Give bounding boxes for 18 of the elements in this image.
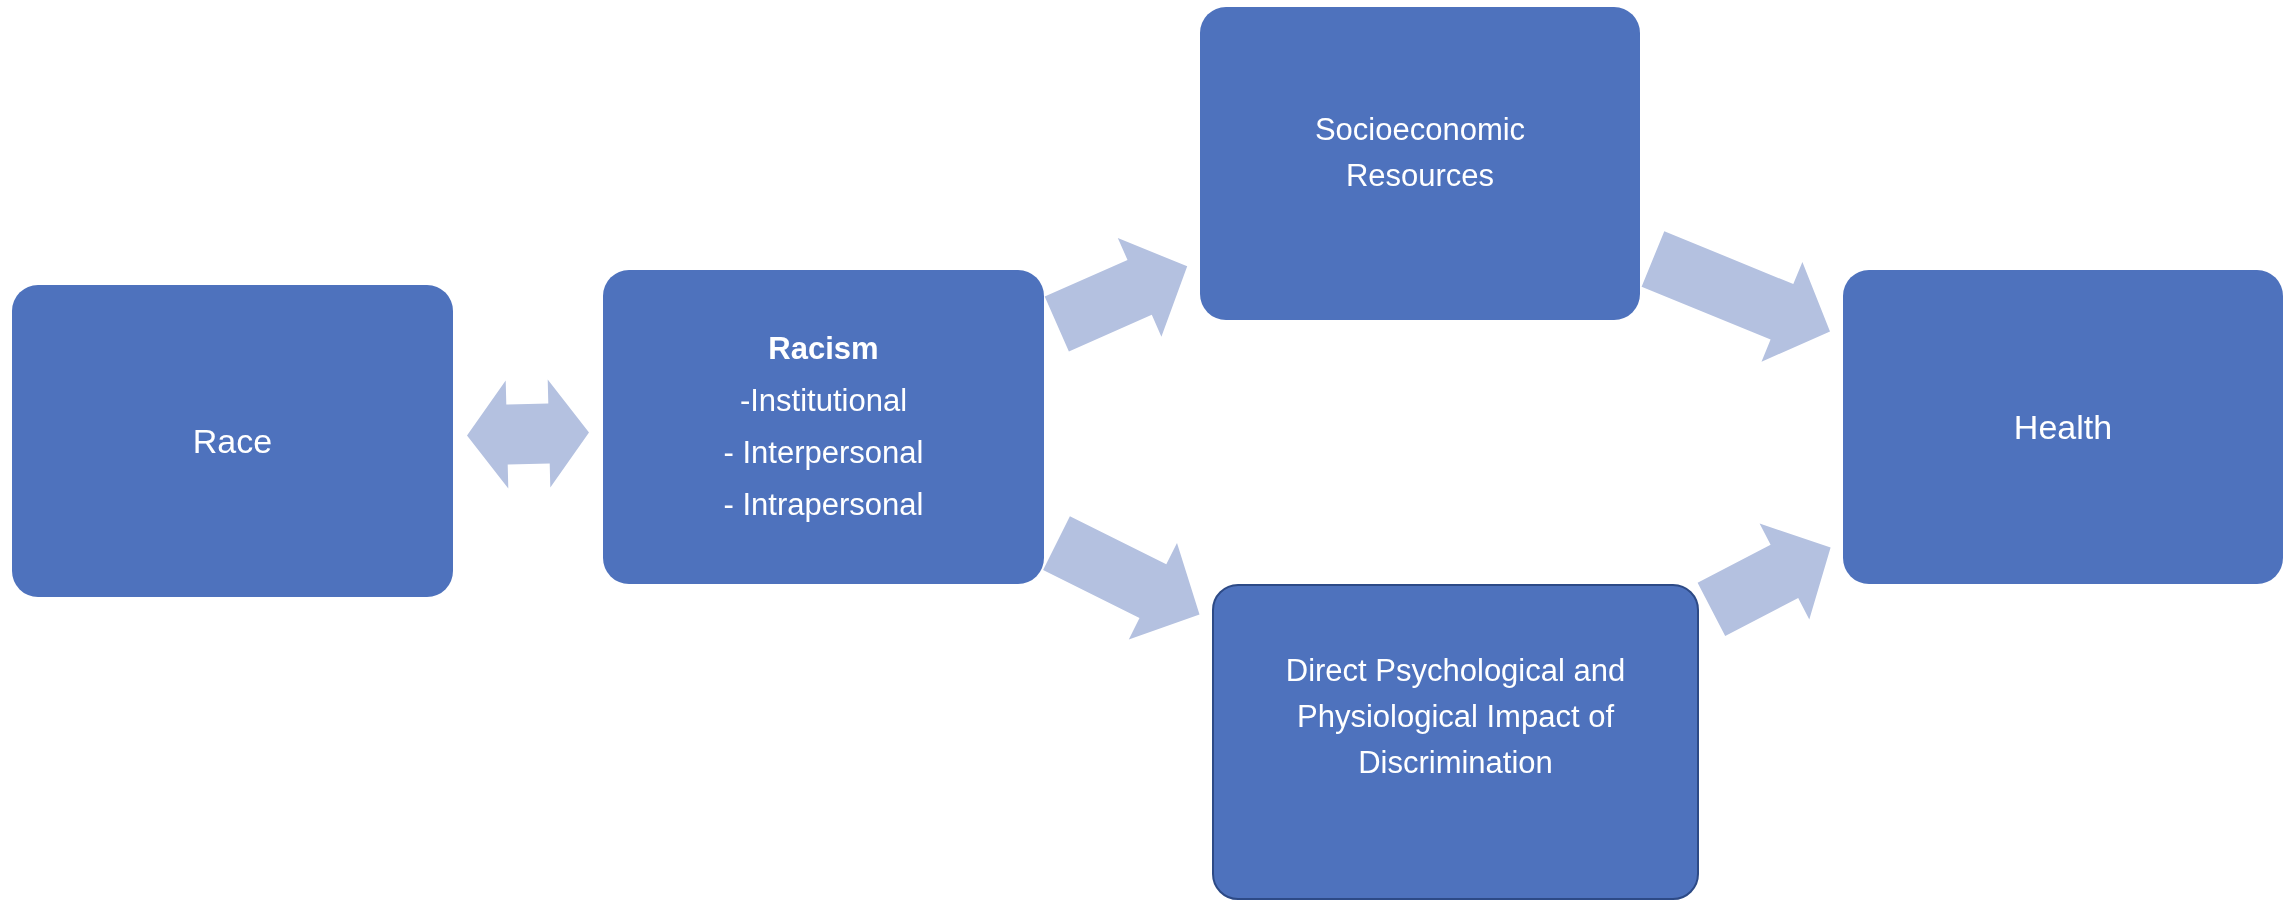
- box-label: -Institutional: [739, 382, 908, 420]
- box-label: - Interpersonal: [723, 434, 924, 472]
- box-heading: Racism: [768, 330, 879, 368]
- process-box: [1212, 584, 1699, 900]
- box-label: Race: [192, 421, 273, 462]
- block-arrow: [1641, 231, 1830, 362]
- process-box: [603, 270, 1044, 584]
- process-box: [1843, 270, 2283, 584]
- block-arrow: [467, 379, 589, 489]
- box-label: Socioeconomic Resources: [1313, 111, 1527, 195]
- process-box: [12, 285, 453, 597]
- process-box: [1200, 7, 1640, 320]
- block-arrow: [1044, 238, 1188, 352]
- block-arrow: [1043, 516, 1200, 640]
- box-label: Direct Psychological and Physiological Impact of Discrimination: [1284, 652, 1627, 782]
- box-label: Health: [2013, 407, 2113, 448]
- block-arrow: [1697, 523, 1831, 636]
- box-label: - Intrapersonal: [723, 486, 924, 524]
